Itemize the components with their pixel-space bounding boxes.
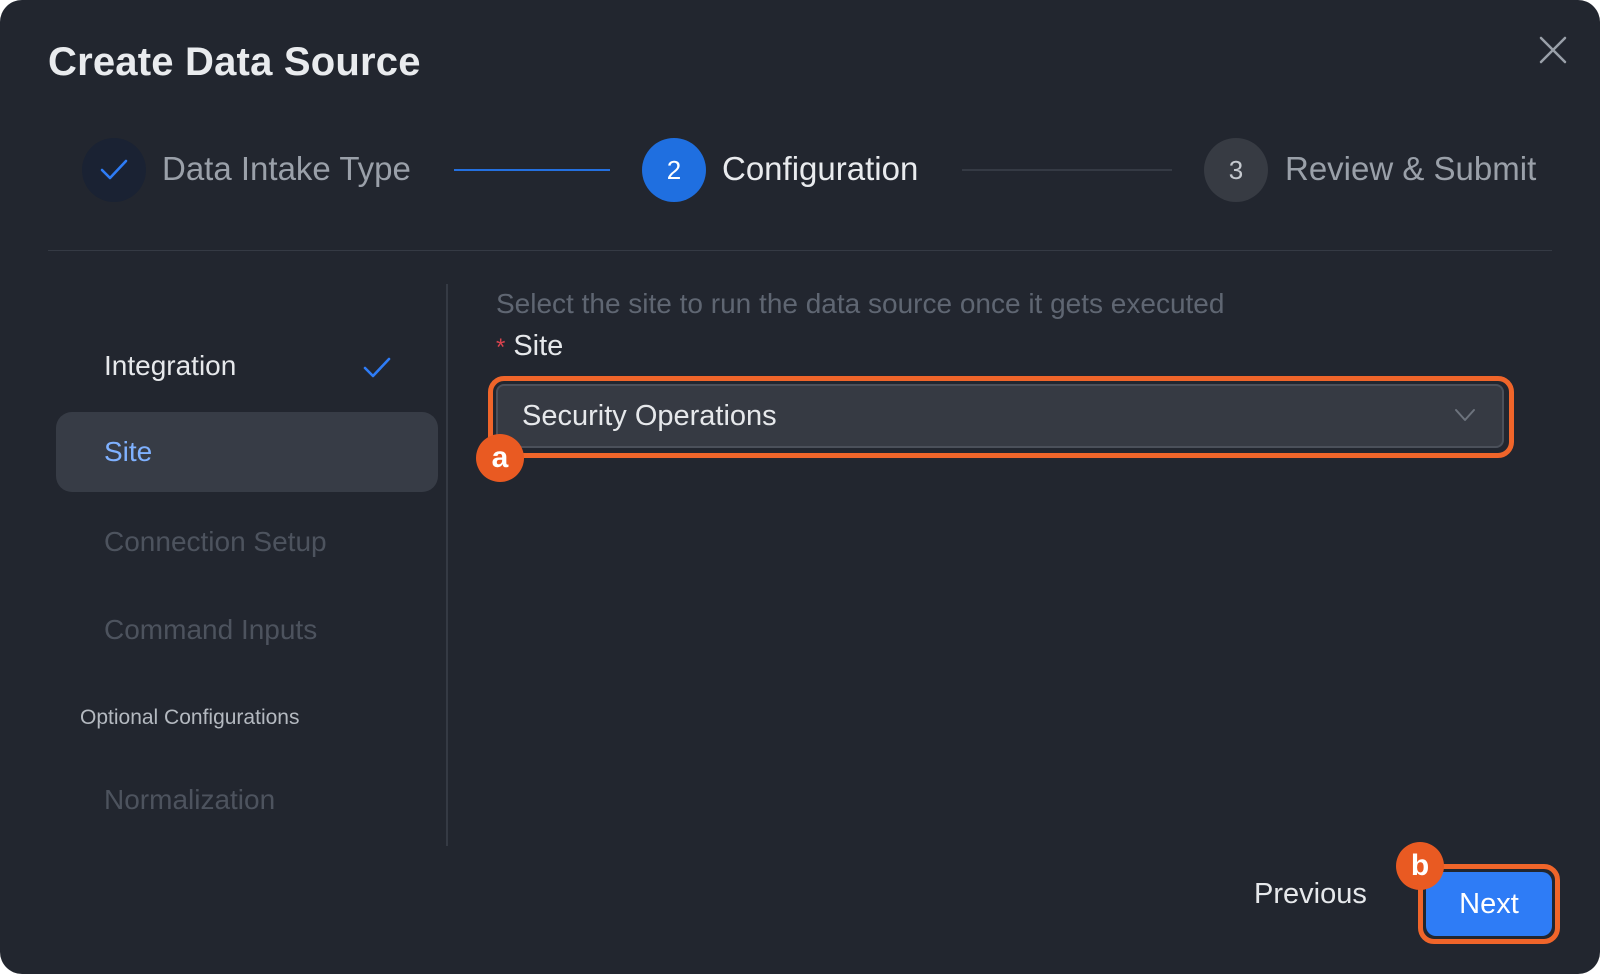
sidebar-item-normalization[interactable]: Normalization (104, 784, 276, 815)
check-icon (363, 357, 391, 378)
highlight-site-select (488, 376, 1514, 458)
step-1-circle (82, 138, 146, 202)
close-button[interactable] (1533, 30, 1573, 70)
step-connector-2 (962, 169, 1172, 171)
dialog-title: Create Data Source (48, 40, 421, 84)
chevron-down-icon (1455, 409, 1475, 421)
annotation-marker-a: a (476, 434, 524, 482)
sidebar-item-label: Integration (104, 350, 237, 381)
site-select[interactable]: Security Operations (496, 384, 1504, 448)
step-2-label: Configuration (722, 150, 919, 187)
sidebar-divider (446, 284, 448, 846)
sidebar-item-connection-setup[interactable]: Connection Setup (104, 526, 327, 557)
sidebar-section-heading: Optional Configurations (80, 706, 300, 729)
sidebar-item-command-inputs[interactable]: Command Inputs (104, 614, 318, 645)
step-3-circle: 3 (1204, 138, 1268, 202)
site-label-text: Site (513, 330, 564, 362)
required-marker: * (496, 334, 506, 361)
step-2-circle: 2 (642, 138, 706, 202)
step-connector-1 (454, 169, 610, 171)
check-icon (100, 159, 128, 180)
form-description: Select the site to run the data source o… (496, 288, 1225, 319)
sidebar-item-label: Site (104, 436, 153, 467)
annotation-marker-b: b (1396, 842, 1444, 890)
site-select-value: Security Operations (522, 400, 777, 432)
step-1-label[interactable]: Data Intake Type (162, 150, 411, 187)
step-3-label: Review & Submit (1285, 150, 1537, 187)
site-field-label: * Site (496, 330, 563, 363)
sidebar-item-site[interactable]: Site (56, 412, 438, 492)
highlight-next-button (1418, 864, 1560, 944)
close-icon (1539, 36, 1567, 64)
sidebar-item-integration[interactable]: Integration (104, 350, 404, 382)
next-button[interactable]: Next (1426, 872, 1552, 936)
header-divider (48, 250, 1552, 251)
previous-button[interactable]: Previous (1254, 878, 1367, 910)
